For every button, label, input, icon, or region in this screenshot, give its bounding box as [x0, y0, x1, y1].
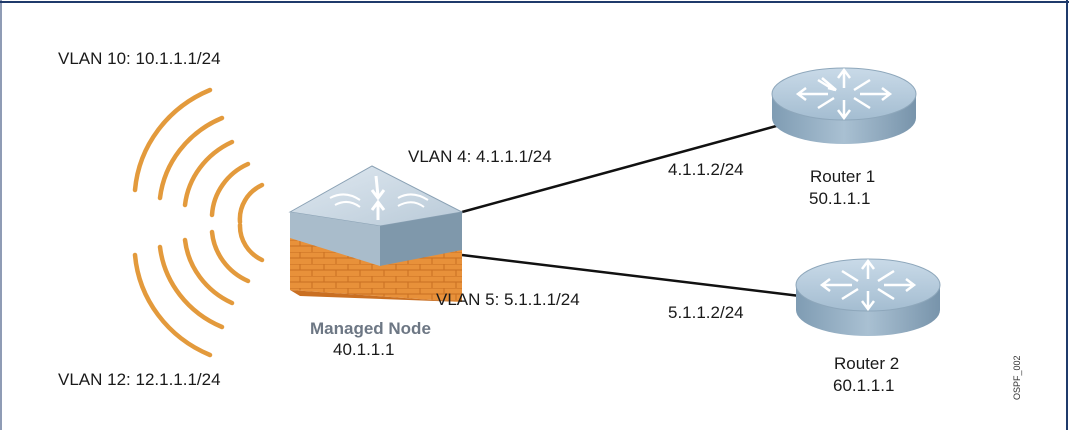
vlan-4-label: VLAN 4: 4.1.1.1/24: [408, 147, 552, 166]
vlan-12-label: VLAN 12: 12.1.1.1/24: [58, 370, 221, 389]
link-router-1: [461, 123, 781, 214]
router-2-icon[interactable]: [795, 258, 941, 336]
router-2-address: 60.1.1.1: [833, 376, 894, 395]
managed-node-address: 40.1.1.1: [333, 340, 394, 359]
wireless-waves-icon: [132, 87, 265, 358]
link-r2-address: 5.1.1.2/24: [668, 303, 744, 322]
router-1-address: 50.1.1.1: [809, 189, 870, 208]
link-router-2: [461, 253, 801, 298]
vlan-10-label: VLAN 10: 10.1.1.1/24: [58, 49, 221, 68]
vlan-5-label: VLAN 5: 5.1.1.1/24: [436, 290, 580, 309]
managed-node-name: Managed Node: [310, 319, 431, 338]
router-1-icon[interactable]: [771, 67, 917, 144]
link-r1-address: 4.1.1.2/24: [668, 160, 744, 179]
router-1-name: Router 1: [810, 167, 875, 186]
managed-node-switch-icon[interactable]: [288, 165, 464, 302]
router-2-name: Router 2: [834, 354, 899, 373]
figure-tag: OSPF_002: [1012, 355, 1022, 400]
